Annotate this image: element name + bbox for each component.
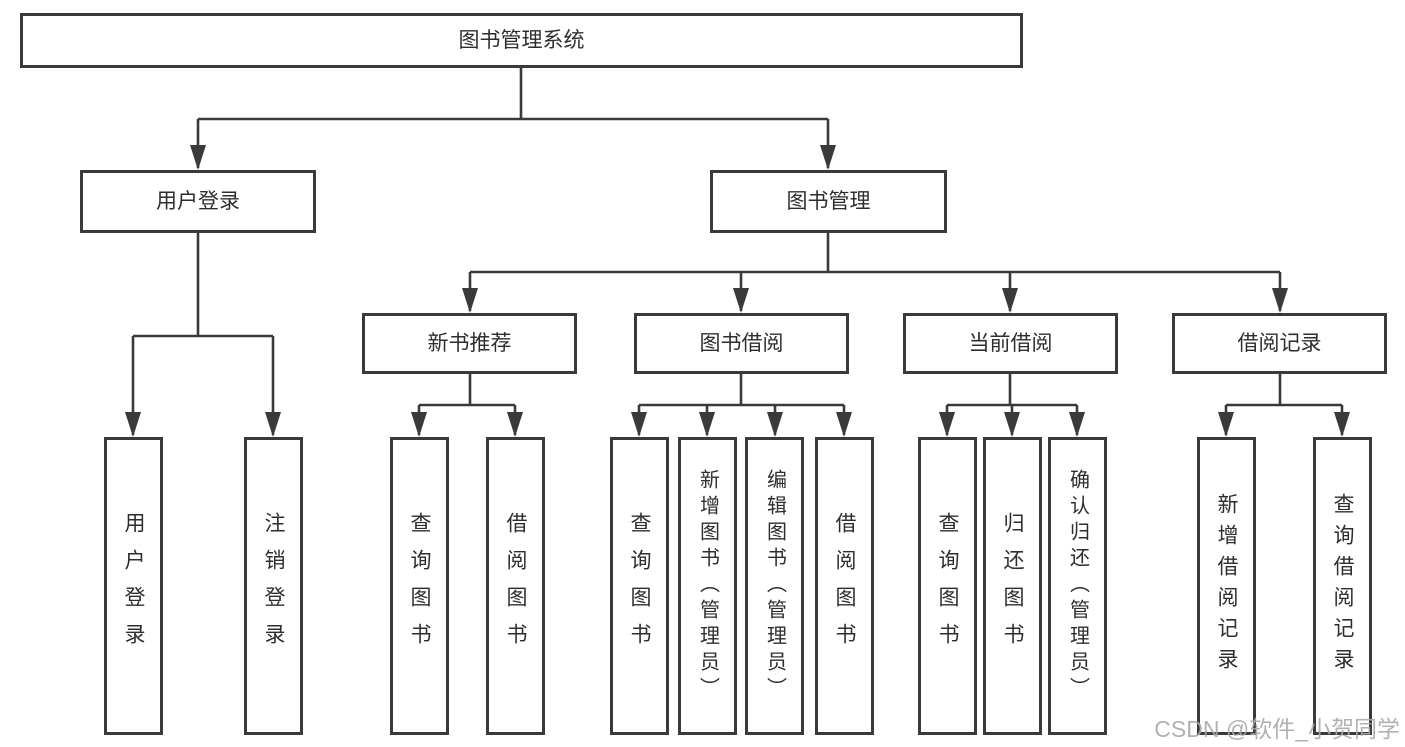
arrow-icon [507,412,523,437]
leaf-edit-book-admin: 编辑图书（管理员） [745,437,804,735]
node-borrow-records: 借阅记录 [1172,313,1387,374]
arrow-icon [1004,412,1020,437]
arrow-icon [411,412,427,437]
leaf-query-books-current: 查询图书 [918,437,977,735]
arrow-icon [820,145,836,170]
leaf-add-borrow-record: 新增借阅记录 [1197,437,1256,735]
arrow-icon [1334,412,1350,437]
leaf-return-books: 归还图书 [983,437,1042,735]
arrow-icon [939,412,955,437]
node-book-borrow: 图书借阅 [634,313,849,374]
arrow-icon [631,412,647,437]
node-current-borrow: 当前借阅 [903,313,1118,374]
arrow-icon [767,412,783,437]
leaf-borrow-books-recommend: 借阅图书 [486,437,545,735]
leaf-query-books-borrow: 查询图书 [610,437,669,735]
arrow-icon [1272,288,1288,313]
leaf-query-books-recommend: 查询图书 [390,437,449,735]
leaf-user-login: 用户登录 [104,437,163,735]
arrow-icon [190,145,206,170]
node-user-login: 用户登录 [80,170,316,233]
leaf-confirm-return-admin: 确认归还（管理员） [1048,437,1107,735]
leaf-logout: 注销登录 [244,437,303,735]
node-new-book-recommend: 新书推荐 [362,313,577,374]
arrow-icon [1002,288,1018,313]
arrow-icon [1069,412,1085,437]
arrow-icon [265,412,281,437]
arrow-icon [1218,412,1234,437]
leaf-add-book-admin: 新增图书（管理员） [678,437,737,735]
arrow-icon [836,412,852,437]
node-root-system: 图书管理系统 [20,13,1023,68]
arrow-icon [733,288,749,313]
leaf-query-borrow-record: 查询借阅记录 [1313,437,1372,735]
leaf-borrow-books: 借阅图书 [815,437,874,735]
arrow-icon [699,412,715,437]
node-book-management: 图书管理 [710,170,947,233]
arrow-icon [125,412,141,437]
arrow-icon [462,288,478,313]
